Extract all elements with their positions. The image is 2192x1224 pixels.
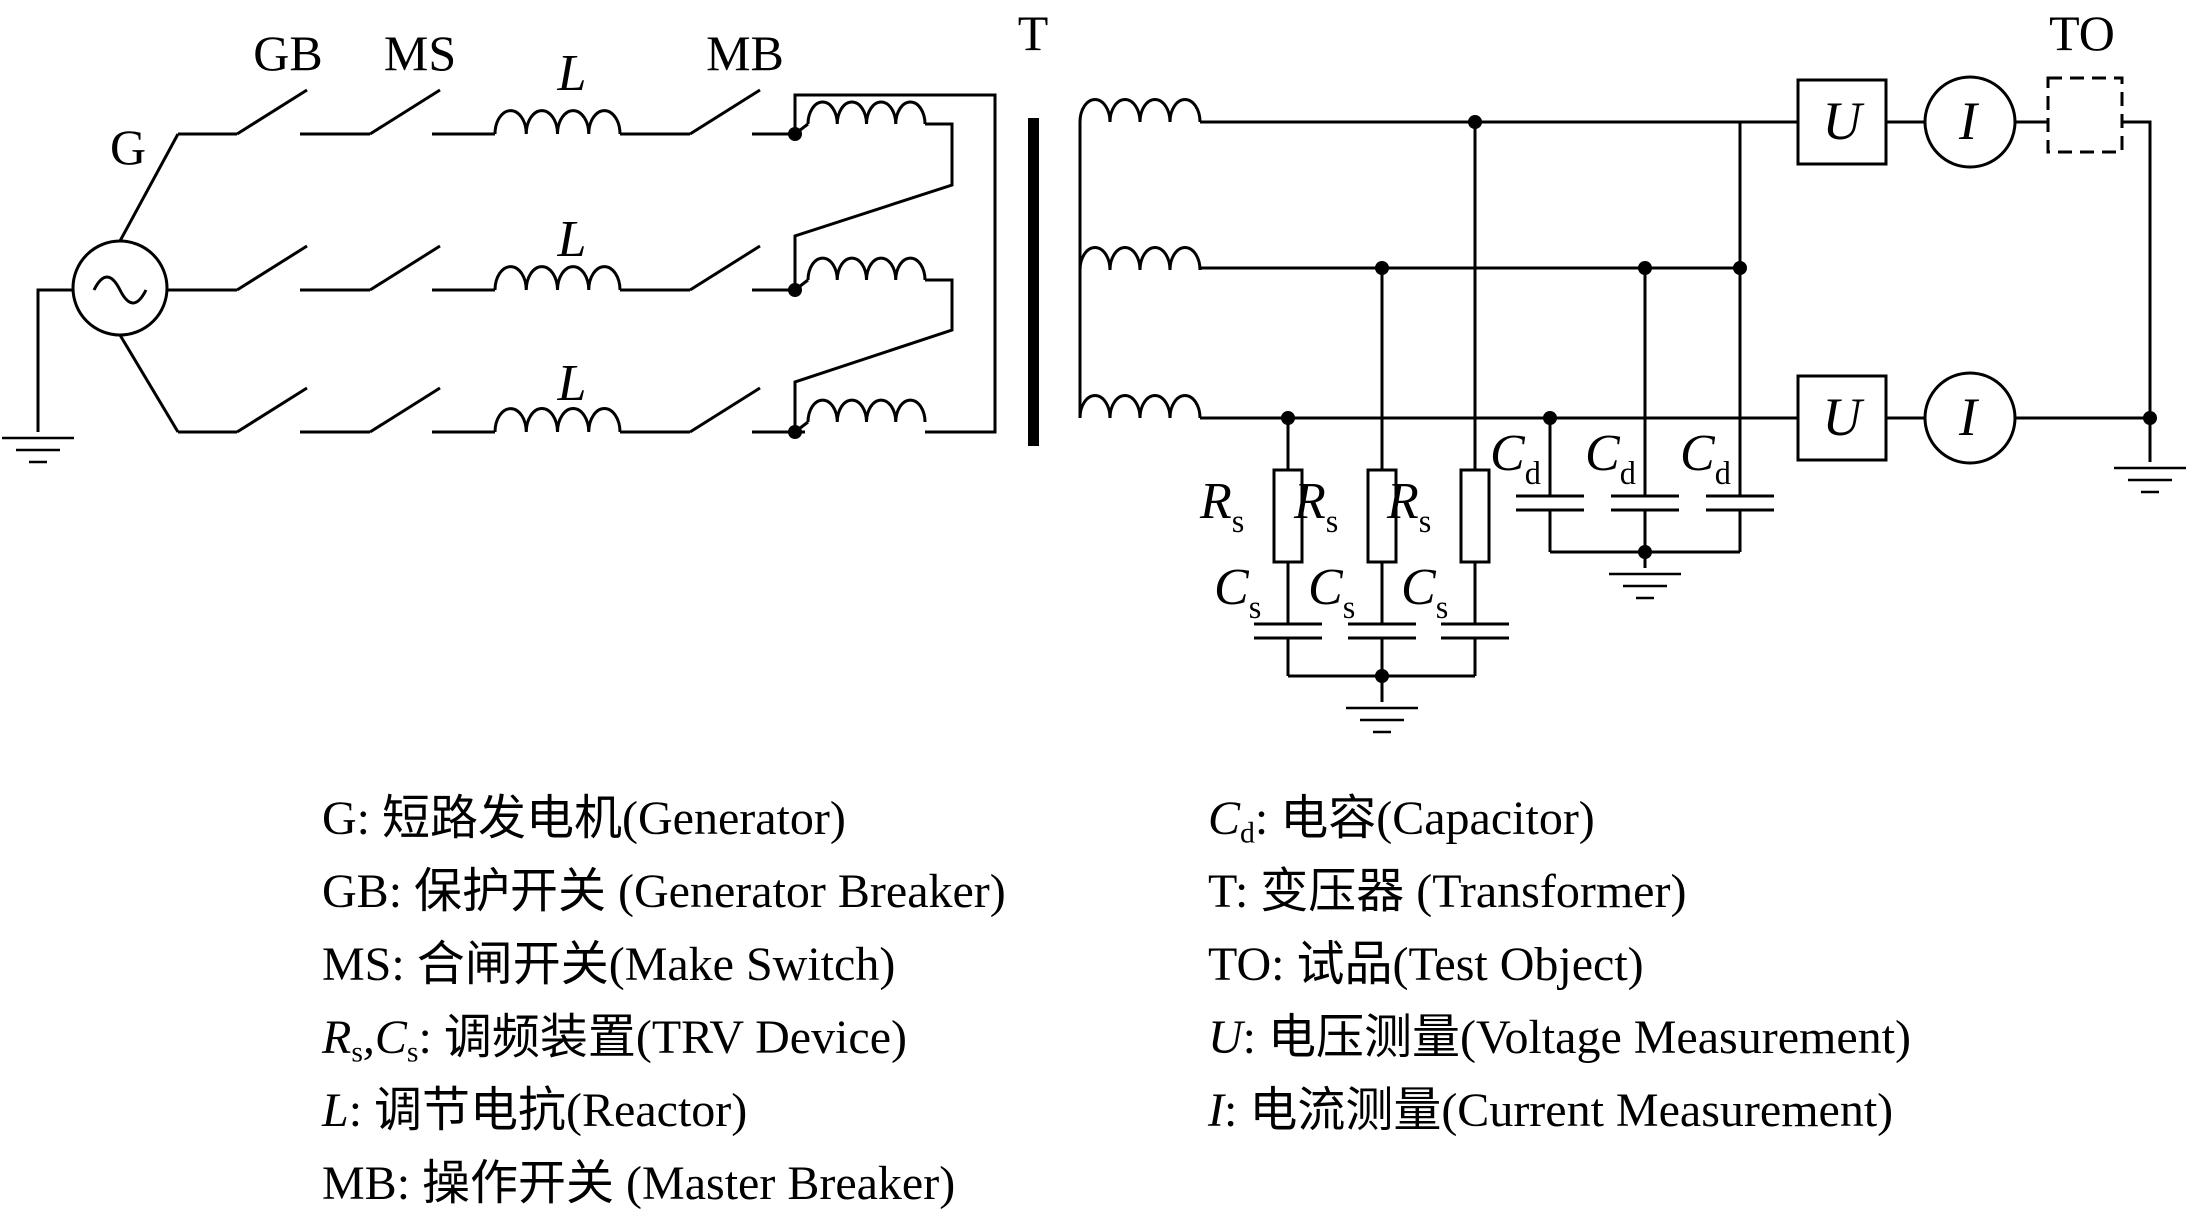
junction-dot bbox=[1638, 261, 1652, 275]
master-breaker-switch bbox=[689, 88, 761, 136]
capacitor-label: Cd bbox=[1490, 425, 1541, 491]
legend-symbol: G bbox=[322, 792, 357, 845]
reactor-coil bbox=[493, 407, 622, 433]
legend-item: L: 调节电抗(Reactor) bbox=[322, 1076, 1006, 1149]
master-breaker-switch bbox=[689, 244, 761, 292]
make-switch bbox=[369, 386, 441, 434]
legend-item: TO: 试品(Test Object) bbox=[1208, 930, 1911, 1003]
legend-left: G: 短路发电机(Generator)GB: 保护开关 (Generator B… bbox=[322, 784, 1006, 1222]
legend-text: : 短路发电机(Generator) bbox=[356, 792, 846, 845]
legend-symbol: TO bbox=[1208, 938, 1272, 991]
reactor-label: L bbox=[557, 45, 587, 102]
junction-dot bbox=[1733, 261, 1747, 275]
legend-text: : 电压测量(Voltage Measurement) bbox=[1242, 1011, 1911, 1064]
generator-breaker-switch bbox=[236, 88, 308, 136]
junction-dot bbox=[1281, 411, 1295, 425]
voltage-meter-label: U bbox=[1823, 91, 1865, 151]
trv-resistor-label: Rs bbox=[1293, 473, 1338, 539]
legend-symbol: Rs,Cs bbox=[322, 1011, 419, 1069]
legend-symbol: MS bbox=[322, 938, 392, 991]
legend-item: G: 短路发电机(Generator) bbox=[322, 784, 1006, 857]
trv-capacitor-label: Cs bbox=[1401, 559, 1448, 625]
trv-capacitor-label: Cs bbox=[1308, 559, 1355, 625]
junction-dot bbox=[1543, 411, 1557, 425]
legend-item: Cd: 电容(Capacitor) bbox=[1208, 784, 1911, 857]
trv-resistor-label: Rs bbox=[1199, 473, 1244, 539]
legend-text: : 操作开关 (Master Breaker) bbox=[396, 1157, 956, 1210]
generator-breaker-label: GB bbox=[253, 25, 322, 81]
trv-resistor-label: Rs bbox=[1386, 473, 1431, 539]
legend-item: MS: 合闸开关(Make Switch) bbox=[322, 930, 1006, 1003]
legend-right: Cd: 电容(Capacitor)T: 变压器 (Transformer)TO:… bbox=[1208, 784, 1911, 1149]
measurement: U I U I TO bbox=[1796, 5, 2186, 494]
make-switch bbox=[369, 88, 441, 136]
legend-text: : 调频装置(TRV Device) bbox=[418, 1011, 908, 1064]
legend-symbol: L bbox=[322, 1084, 349, 1137]
voltage-meter-label: U bbox=[1823, 387, 1865, 447]
legend-text: : 电容(Capacitor) bbox=[1254, 792, 1595, 845]
transformer-primary bbox=[793, 93, 997, 434]
reactor-label: L bbox=[557, 211, 587, 268]
legend-item: GB: 保护开关 (Generator Breaker) bbox=[322, 857, 1006, 930]
test-object bbox=[2046, 76, 2124, 154]
generator-label: G bbox=[110, 119, 146, 175]
junction-dot bbox=[1468, 115, 1482, 129]
legend-symbol: T bbox=[1208, 865, 1235, 918]
legend-symbol: GB bbox=[322, 865, 389, 918]
transformer-secondary bbox=[1078, 98, 1202, 419]
transformer-label: T bbox=[1018, 5, 1049, 61]
legend-item: U: 电压测量(Voltage Measurement) bbox=[1208, 1003, 1911, 1076]
reactor-coil bbox=[493, 109, 622, 135]
test-object-label: TO bbox=[2049, 5, 2115, 61]
capacitor-bank: Cd Cd Cd bbox=[1490, 425, 1774, 600]
generator-breaker-switch bbox=[236, 244, 308, 292]
legend-text: : 试品(Test Object) bbox=[1271, 938, 1644, 991]
legend-text: : 电流测量(Current Measurement) bbox=[1223, 1084, 1894, 1137]
legend-text: : 调节电抗(Reactor) bbox=[348, 1084, 748, 1137]
legend-symbol: Cd bbox=[1208, 792, 1255, 850]
current-meter-label: I bbox=[1958, 387, 1980, 447]
master-breaker-label: MB bbox=[706, 25, 784, 81]
make-switch-label: MS bbox=[384, 25, 456, 81]
current-meter-label: I bbox=[1958, 91, 1980, 151]
transformer-core bbox=[1028, 118, 1039, 446]
generator-breaker-switch bbox=[236, 386, 308, 434]
buses bbox=[1200, 115, 1798, 496]
trv-capacitor-label: Cs bbox=[1214, 559, 1261, 625]
legend-symbol: U bbox=[1208, 1011, 1243, 1064]
reactor-coil bbox=[493, 265, 622, 291]
legend-item: Rs,Cs: 调频装置(TRV Device) bbox=[322, 1003, 1006, 1076]
legend-item: I: 电流测量(Current Measurement) bbox=[1208, 1076, 1911, 1149]
legend-item: MB: 操作开关 (Master Breaker) bbox=[322, 1149, 1006, 1222]
master-breaker-switch bbox=[689, 386, 761, 434]
legend-text: : 保护开关 (Generator Breaker) bbox=[388, 865, 1006, 918]
legend-symbol: MB bbox=[322, 1157, 397, 1210]
legend-text: : 合闸开关(Make Switch) bbox=[391, 938, 896, 991]
reactor-label: L bbox=[557, 355, 587, 412]
phase-lines bbox=[118, 127, 802, 439]
legend-item: T: 变压器 (Transformer) bbox=[1208, 857, 1911, 930]
capacitor-label: Cd bbox=[1680, 425, 1731, 491]
legend-symbol: I bbox=[1208, 1084, 1224, 1137]
junction-dot bbox=[1375, 261, 1389, 275]
make-switch bbox=[369, 244, 441, 292]
capacitor-label: Cd bbox=[1585, 425, 1636, 491]
generator: G bbox=[2, 119, 169, 464]
legend-text: : 变压器 (Transformer) bbox=[1234, 865, 1687, 918]
